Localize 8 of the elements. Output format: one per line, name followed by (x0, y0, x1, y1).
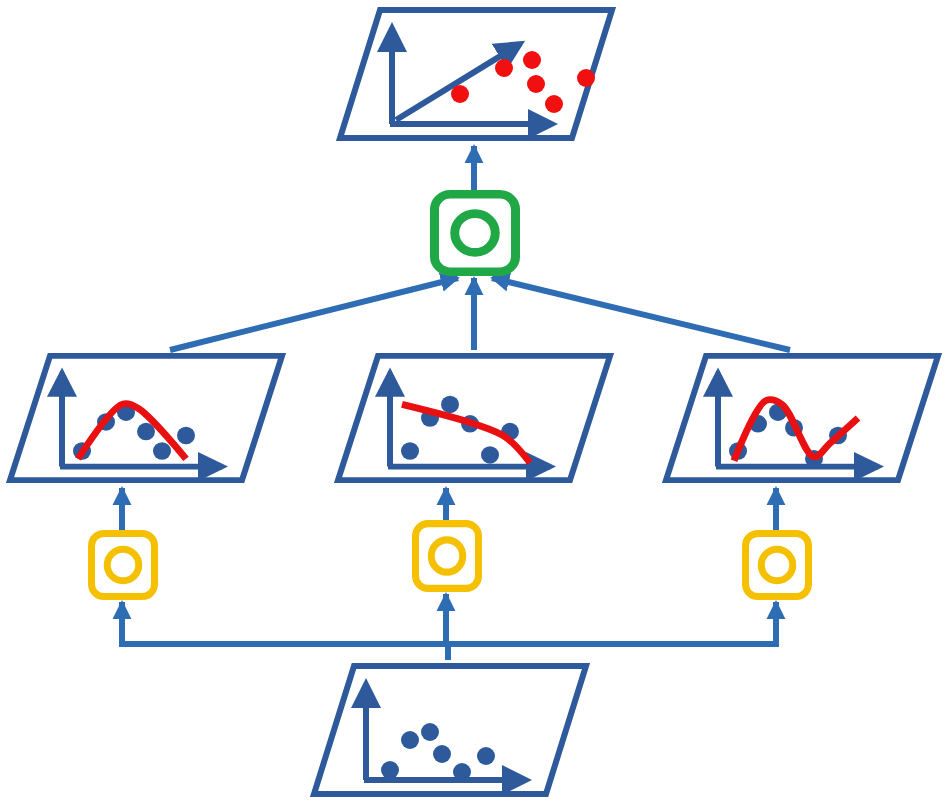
arrow (490, 272, 791, 353)
arrow (464, 144, 484, 190)
arrow (445, 600, 786, 660)
arrow (436, 486, 456, 520)
arrow (766, 486, 786, 530)
arrow (112, 486, 132, 530)
arrow (169, 272, 460, 353)
arrow (464, 276, 484, 350)
